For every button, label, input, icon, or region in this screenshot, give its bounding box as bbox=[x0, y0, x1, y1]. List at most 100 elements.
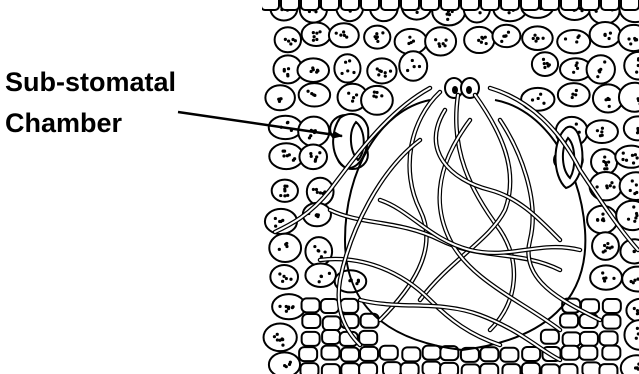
chloroplast-dot bbox=[539, 93, 542, 96]
chloroplast-dot bbox=[480, 36, 483, 39]
chloroplast-dot bbox=[603, 33, 606, 36]
chloroplast-dot bbox=[276, 333, 279, 336]
chloroplast-dot bbox=[576, 36, 579, 39]
chloroplast-dot bbox=[406, 69, 409, 72]
chloroplast-dot bbox=[283, 194, 286, 197]
chloroplast-dot bbox=[288, 153, 291, 156]
chloroplast-dot bbox=[601, 213, 604, 216]
chloroplast-dot bbox=[339, 34, 342, 37]
chloroplast-dot bbox=[278, 100, 281, 103]
epidermal-cell bbox=[461, 0, 479, 10]
epidermal-cell bbox=[480, 347, 498, 361]
mesophyll-cell bbox=[334, 54, 360, 82]
epidermal-cell bbox=[421, 0, 439, 10]
chloroplast-dot bbox=[448, 13, 451, 16]
chloroplast-dot bbox=[311, 66, 314, 69]
chloroplast-dot bbox=[413, 65, 416, 68]
epidermal-cell bbox=[601, 0, 619, 10]
epidermal-cell bbox=[302, 298, 320, 312]
epidermal-cell bbox=[603, 299, 621, 313]
hypha-strand bbox=[380, 200, 580, 253]
mesophyll-cell bbox=[269, 352, 300, 374]
chloroplast-dot bbox=[446, 18, 449, 21]
chloroplast-dot bbox=[319, 191, 322, 194]
mesophyll-cell bbox=[624, 320, 639, 350]
chloroplast-dot bbox=[283, 187, 286, 190]
chloroplast-dot bbox=[575, 40, 578, 43]
chloroplast-dot bbox=[543, 66, 546, 69]
epidermal-cell bbox=[322, 330, 340, 344]
chloroplast-dot bbox=[575, 122, 578, 125]
chloroplast-dot bbox=[279, 220, 282, 223]
chloroplast-dot bbox=[285, 277, 288, 280]
chloroplast-dot bbox=[284, 38, 287, 41]
chloroplast-dot bbox=[416, 11, 419, 14]
chloroplast-dot bbox=[308, 136, 311, 139]
chloroplast-dot bbox=[601, 271, 604, 274]
chloroplast-dot bbox=[289, 278, 292, 281]
chloroplast-dot bbox=[282, 154, 285, 157]
chloroplast-dot bbox=[596, 129, 599, 132]
epidermal-cell bbox=[579, 346, 597, 360]
chloroplast-dot bbox=[603, 155, 606, 158]
chloroplast-dot bbox=[313, 35, 316, 38]
chloroplast-dot bbox=[434, 38, 437, 41]
epidermal-cell bbox=[559, 364, 577, 374]
guard-cell-left-nucleus bbox=[452, 86, 458, 94]
chloroplast-dot bbox=[281, 338, 284, 341]
chloroplast-dot bbox=[317, 213, 320, 216]
epidermal-cell bbox=[380, 346, 398, 360]
epidermal-cell bbox=[602, 315, 620, 329]
epidermal-cell bbox=[300, 363, 318, 374]
epidermal-cell bbox=[381, 0, 399, 10]
chloroplast-dot bbox=[281, 280, 284, 283]
chloroplast-dot bbox=[603, 60, 606, 63]
chloroplast-dot bbox=[603, 244, 606, 247]
chloroplast-dot bbox=[601, 127, 604, 130]
chloroplast-dot bbox=[312, 93, 315, 96]
chloroplast-dot bbox=[286, 73, 289, 76]
epidermal-cell bbox=[423, 362, 441, 374]
chloroplast-dot bbox=[289, 42, 292, 45]
chloroplast-dot bbox=[278, 248, 281, 251]
chloroplast-dot bbox=[602, 277, 605, 280]
chloroplast-dot bbox=[315, 32, 318, 35]
chloroplast-dot bbox=[442, 42, 445, 45]
mesophyll-cell bbox=[264, 324, 297, 352]
chloroplast-dot bbox=[612, 185, 615, 188]
chloroplast-dot bbox=[632, 161, 635, 164]
epidermal-cell bbox=[341, 363, 359, 374]
chloroplast-dot bbox=[274, 225, 277, 228]
chloroplast-dot bbox=[375, 37, 378, 40]
epidermal-cell bbox=[582, 362, 600, 374]
chloroplast-dot bbox=[610, 181, 613, 184]
epidermal-cell bbox=[323, 316, 341, 330]
chloroplast-dot bbox=[534, 39, 537, 42]
chloroplast-dot bbox=[635, 183, 638, 186]
chloroplast-dot bbox=[564, 37, 567, 40]
chloroplast-dot bbox=[636, 156, 639, 159]
epidermal-cell bbox=[423, 346, 441, 360]
chloroplast-dot bbox=[607, 160, 610, 163]
tissue-cells-group bbox=[261, 0, 639, 374]
epidermal-cell bbox=[341, 348, 359, 362]
chloroplast-dot bbox=[315, 188, 318, 191]
chloroplast-dot bbox=[611, 245, 614, 248]
epidermal-cell bbox=[321, 299, 339, 313]
chloroplast-dot bbox=[342, 30, 345, 33]
chloroplast-dot bbox=[621, 158, 624, 161]
chloroplast-dot bbox=[378, 69, 381, 72]
mesophyll-cell bbox=[557, 30, 590, 53]
chloroplast-dot bbox=[480, 41, 483, 44]
chloroplast-dot bbox=[278, 339, 281, 342]
chloroplast-dot bbox=[546, 62, 549, 65]
chloroplast-dot bbox=[348, 59, 351, 62]
chloroplast-dot bbox=[478, 11, 481, 14]
chloroplast-dot bbox=[542, 37, 545, 40]
epidermal-cell bbox=[402, 347, 420, 361]
chloroplast-dot bbox=[635, 38, 638, 41]
chloroplast-dot bbox=[312, 188, 315, 191]
mesophyll-cell bbox=[619, 83, 639, 112]
chloroplast-dot bbox=[606, 186, 609, 189]
